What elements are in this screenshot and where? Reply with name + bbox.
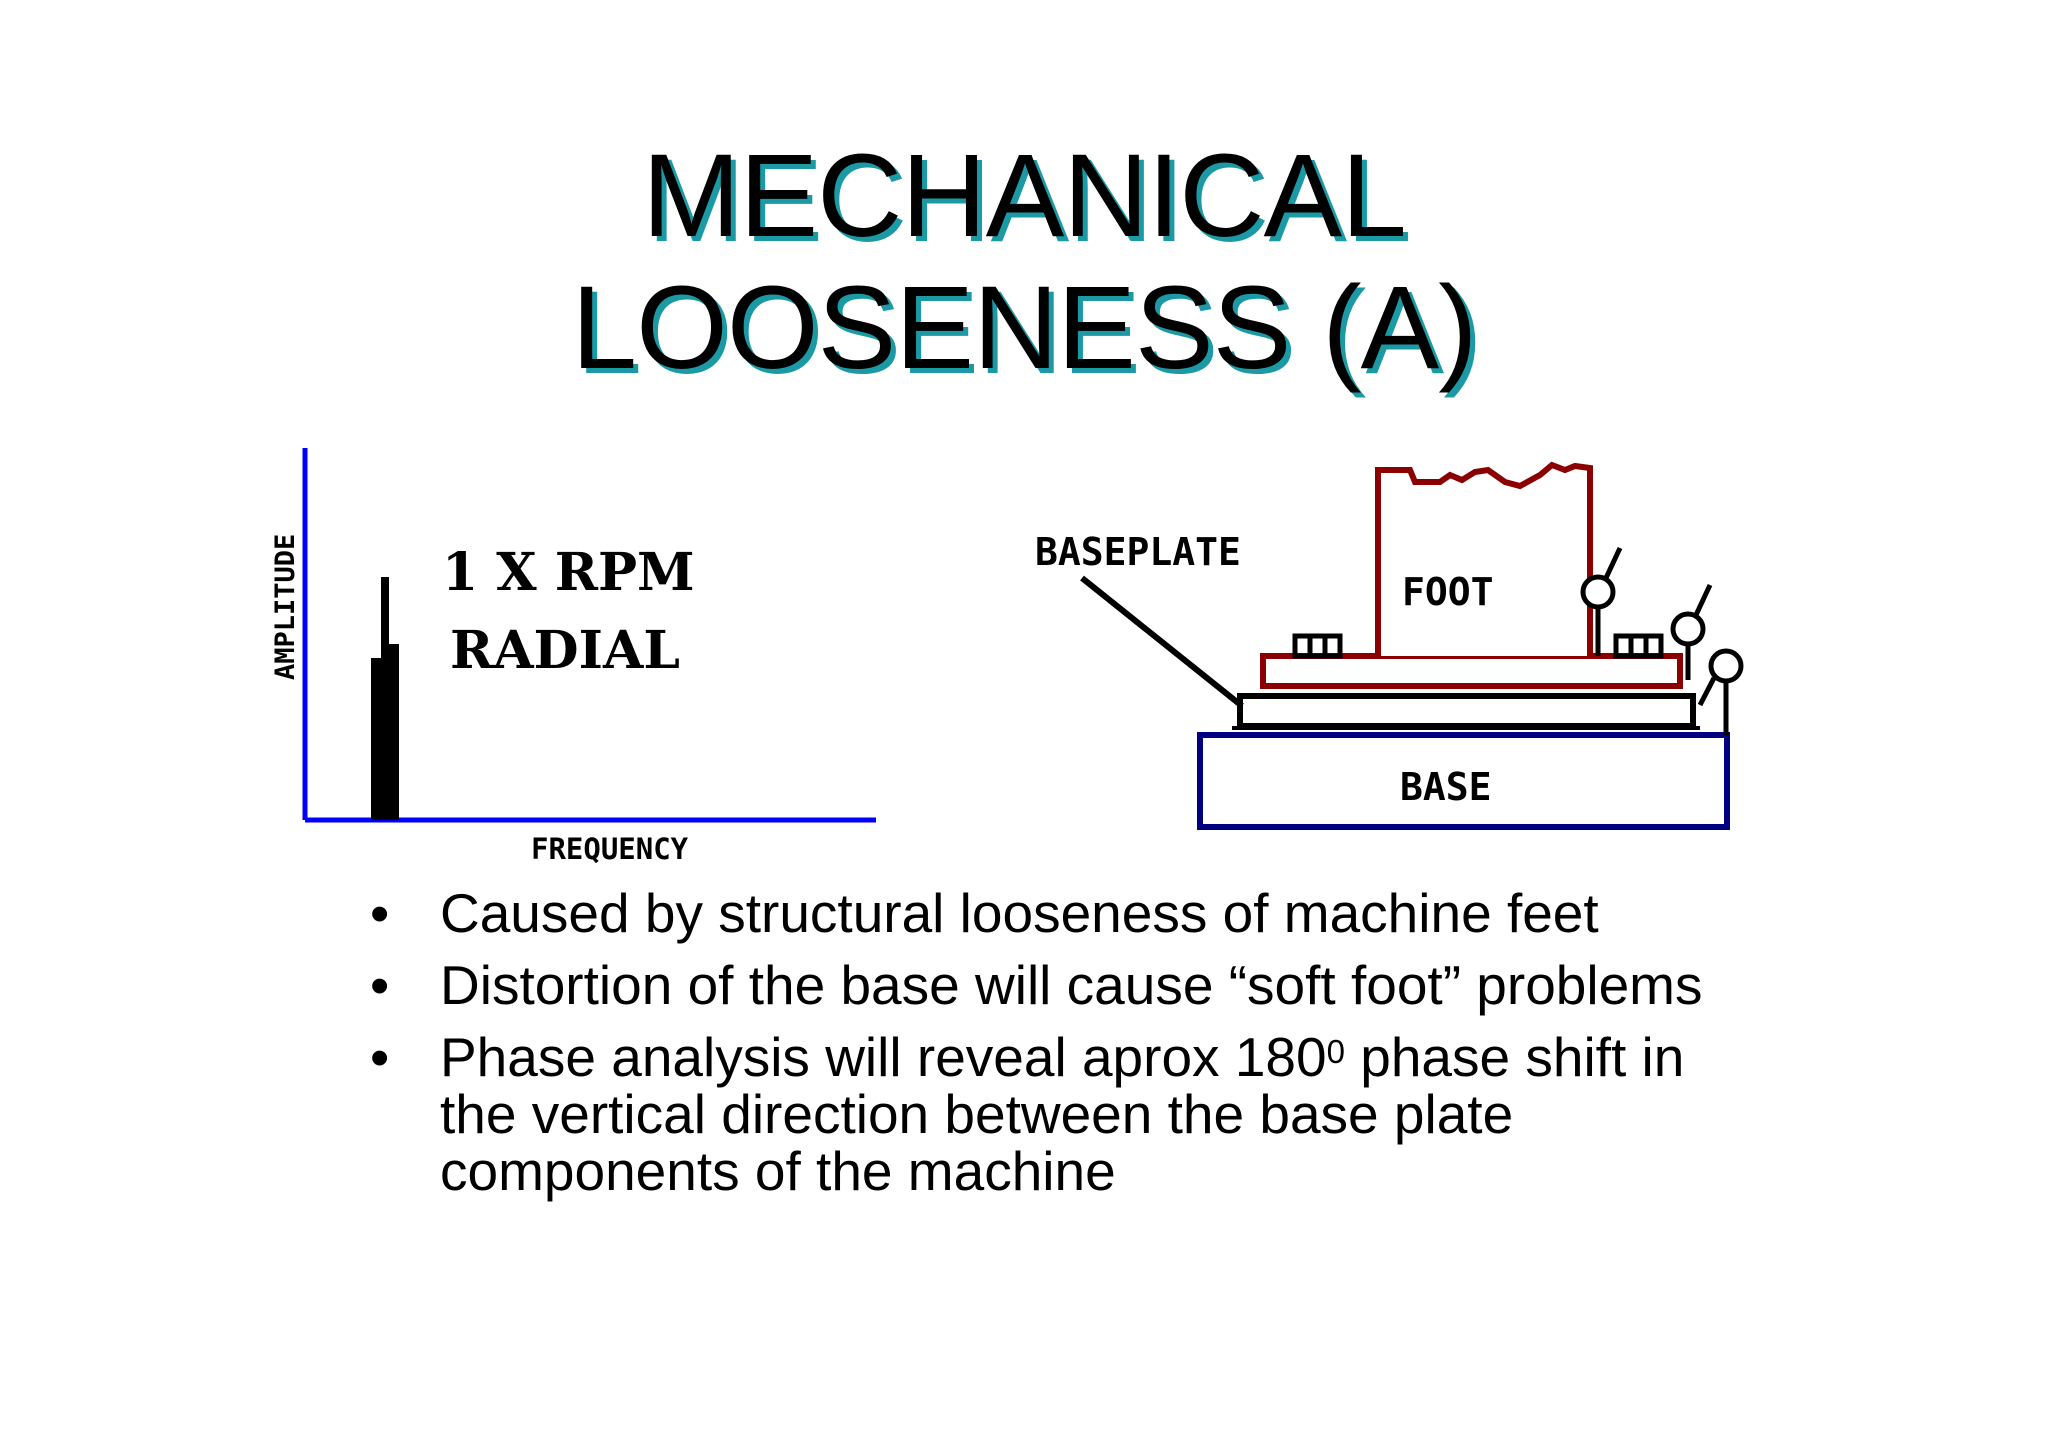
bolt-right — [1613, 633, 1664, 659]
slide-title: MECHANICAL LOOSENESS (A) — [0, 130, 2048, 394]
bullet-dot: • — [370, 1026, 390, 1088]
bullet-dot: • — [370, 882, 390, 944]
bullet-item: • Distortion of the base will cause “sof… — [370, 957, 1770, 1014]
degree-superscript: 0 — [1326, 1033, 1345, 1070]
bullet-text: Caused by structural looseness of machin… — [440, 882, 1599, 944]
bullet-dot: • — [370, 954, 390, 1016]
bullet-list: • Caused by structural looseness of mach… — [370, 885, 1770, 1215]
spectrum-peak-shoulder — [389, 644, 399, 664]
baseplate-pointer — [1080, 575, 1244, 709]
x-axis-label: FREQUENCY — [531, 832, 689, 866]
sensor-baseplate — [1670, 583, 1713, 680]
spectrum-label-line-1: 1 X RPM — [442, 542, 695, 603]
title-line-1: MECHANICAL — [642, 130, 1407, 262]
bullet-text: Phase analysis will reveal aprox 1800 ph… — [440, 1026, 1684, 1202]
spectrum-peak-tip — [381, 577, 389, 667]
sensor-base — [1697, 648, 1744, 735]
spectrum-label-line-2: RADIAL — [450, 620, 680, 681]
bullet-text-before: Phase analysis will reveal aprox 180 — [440, 1026, 1327, 1088]
foot-plate — [1260, 653, 1683, 689]
foot-label: FOOT — [1402, 570, 1494, 614]
base-label: BASE — [1400, 765, 1492, 809]
sensor-foot — [1580, 546, 1623, 656]
bullet-item: • Caused by structural looseness of mach… — [370, 885, 1770, 942]
machine-foot-body — [1375, 461, 1593, 656]
bolt-left — [1292, 633, 1343, 659]
bullet-text: Distortion of the base will cause “soft … — [440, 954, 1703, 1016]
bullet-item: • Phase analysis will reveal aprox 1800 … — [370, 1029, 1770, 1200]
baseplate-block — [1237, 693, 1696, 729]
spectrum-peak — [371, 658, 399, 820]
title-line-2: LOOSENESS (A) — [571, 262, 1477, 394]
base-block — [1197, 732, 1730, 830]
baseplate-label: BASEPLATE — [1035, 530, 1241, 574]
y-axis-label: AMPLITUDE — [270, 534, 301, 680]
bullet-text-after: phase shift in the vertical direction be… — [440, 1026, 1685, 1202]
